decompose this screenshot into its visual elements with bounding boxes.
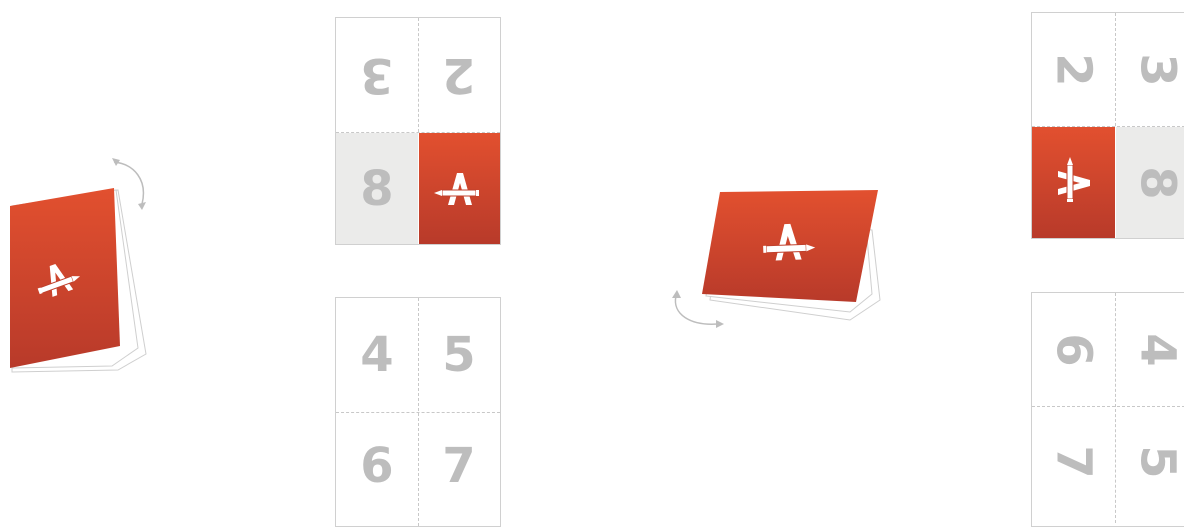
pencil-a-logo-icon (433, 169, 487, 209)
page-number-5: 5 (1134, 445, 1182, 478)
imposition-sheet-bottom-b: 6 4 7 5 (1031, 292, 1184, 527)
page-number-8: 8 (1134, 166, 1182, 199)
cover-panel (1032, 127, 1115, 238)
page-number-4: 4 (360, 331, 393, 379)
page-number-6: 6 (360, 442, 393, 490)
page-number-8: 8 (360, 165, 393, 213)
page-number-4: 4 (1134, 333, 1182, 366)
pencil-a-logo-icon (1047, 163, 1101, 203)
imposition-sheet-top-a: 3 2 8 (335, 17, 501, 245)
rotate-arrow-icon (108, 152, 158, 212)
imposition-sheet-top-b: 2 3 8 (1031, 12, 1184, 239)
page-number-7: 7 (1050, 445, 1098, 478)
page-number-2: 2 (442, 51, 475, 99)
imposition-sheet-bottom-a: 4 5 6 7 (335, 297, 501, 527)
page-number-3: 3 (1134, 53, 1182, 86)
page-number-2: 2 (1050, 53, 1098, 86)
page-number-7: 7 (442, 442, 475, 490)
page-number-6: 6 (1050, 333, 1098, 366)
page-number-3: 3 (360, 51, 393, 99)
page-number-5: 5 (442, 331, 475, 379)
cover-panel (419, 133, 500, 244)
rotate-arrow-icon (668, 290, 728, 335)
